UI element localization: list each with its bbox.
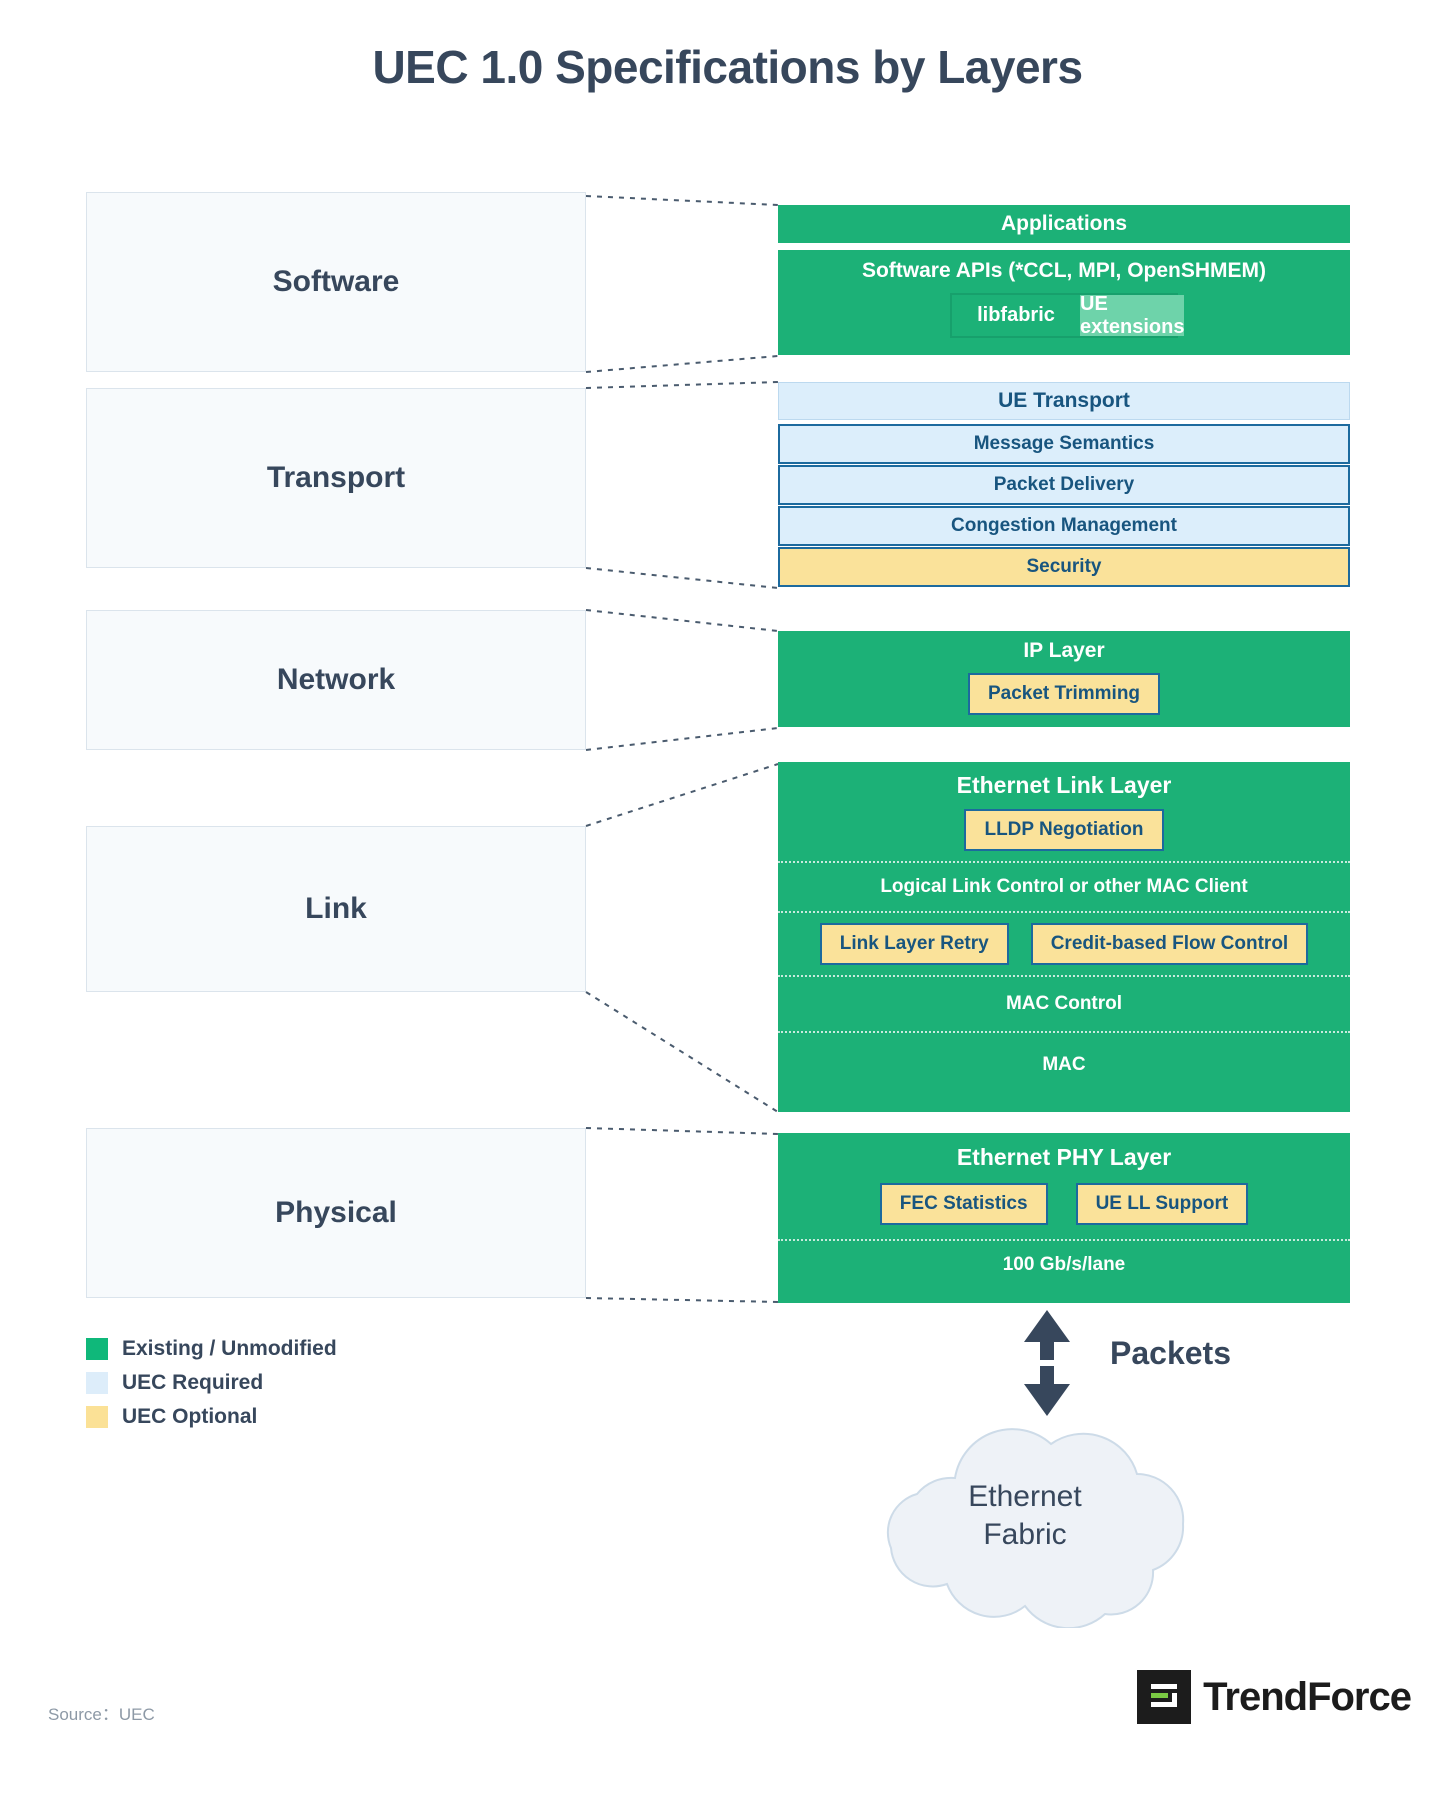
- transport-row-packet-delivery: Packet Delivery: [778, 465, 1350, 505]
- ethernet-link-layer-block: Ethernet Link Layer LLDP Negotiation Log…: [778, 762, 1350, 1112]
- lldp-negotiation-pill: LLDP Negotiation: [964, 809, 1164, 851]
- credit-based-flow-control-pill: Credit-based Flow Control: [1030, 923, 1309, 965]
- packets-label: Packets: [1110, 1335, 1231, 1371]
- transport-row-security: Security: [778, 547, 1350, 587]
- mac-control-row: MAC Control: [778, 975, 1350, 1031]
- ethernet-link-layer-label: Ethernet Link Layer: [956, 772, 1172, 798]
- libfabric-item: libfabric: [952, 295, 1080, 336]
- link-optional-pills-row: Link Layer Retry Credit-based Flow Contr…: [778, 911, 1350, 975]
- layer-label: Physical: [275, 1196, 397, 1229]
- trendforce-glyph-icon: [1151, 1684, 1178, 1707]
- ip-layer-block: IP Layer Packet Trimming: [778, 631, 1350, 727]
- row-label: Security: [1026, 556, 1102, 577]
- source-note: Source：UEC: [48, 1705, 155, 1724]
- applications-label: Applications: [1000, 212, 1127, 235]
- ethernet-phy-layer-block: Ethernet PHY Layer FEC Statistics UE LL …: [778, 1133, 1350, 1303]
- trendforce-mark-icon: [1137, 1670, 1192, 1724]
- page-title: UEC 1.0 Specifications by Layers: [372, 41, 1083, 93]
- software-apis-block: Software APIs (*CCL, MPI, OpenSHMEM) lib…: [778, 250, 1350, 355]
- row-label: Packet Delivery: [993, 474, 1135, 495]
- layer-box-physical: Physical: [86, 1128, 586, 1298]
- ethernet-fabric-cloud-icon: [886, 1428, 1185, 1628]
- fec-statistics-pill: FEC Statistics: [879, 1183, 1048, 1225]
- layer-box-link: Link: [86, 826, 586, 992]
- packets-double-arrow-icon: [1024, 1310, 1070, 1416]
- brand-name: TrendForce: [1203, 1674, 1412, 1719]
- layer-label: Transport: [266, 461, 406, 494]
- legend-label: Existing / Unmodified: [122, 1337, 337, 1360]
- packet-trimming-pill: Packet Trimming: [967, 673, 1161, 715]
- libfabric-group: libfabric UE extensions: [950, 293, 1185, 338]
- link-layer-retry-pill: Link Layer Retry: [819, 923, 1009, 965]
- ue-transport-label: UE Transport: [998, 389, 1130, 412]
- layer-box-transport: Transport: [86, 388, 586, 568]
- legend-item-required: UEC Required: [86, 1371, 337, 1395]
- software-applications-block: Applications: [778, 205, 1350, 243]
- layer-label: Software: [272, 265, 400, 298]
- logical-link-control-row: Logical Link Control or other MAC Client: [778, 861, 1350, 911]
- mac-row: MAC: [778, 1031, 1350, 1097]
- ethernet-fabric-label: Ethernet Fabric: [805, 1478, 1245, 1553]
- cloud-line-1: Ethernet: [968, 1480, 1082, 1513]
- ue-extensions-item: UE extensions: [1080, 292, 1185, 338]
- transport-row-message-semantics: Message Semantics: [778, 424, 1350, 464]
- legend-swatch-icon: [86, 1372, 108, 1394]
- transport-row-congestion-management: Congestion Management: [778, 506, 1350, 546]
- phy-rate-row: 100 Gb/s/lane: [778, 1239, 1350, 1289]
- layer-label: Link: [305, 892, 367, 925]
- ip-layer-label: IP Layer: [1023, 639, 1105, 662]
- ue-transport-header: UE Transport: [778, 382, 1350, 420]
- ethernet-phy-layer-label: Ethernet PHY Layer: [956, 1144, 1172, 1170]
- legend-swatch-icon: [86, 1406, 108, 1428]
- lldp-row: LLDP Negotiation: [778, 809, 1350, 851]
- phy-optional-pills-row: FEC Statistics UE LL Support: [778, 1171, 1350, 1239]
- layer-label: Network: [276, 663, 396, 696]
- legend-swatch-icon: [86, 1338, 108, 1360]
- legend: Existing / Unmodified UEC Required UEC O…: [86, 1337, 337, 1439]
- ip-layer-items: Packet Trimming: [778, 673, 1350, 715]
- ue-ll-support-pill: UE LL Support: [1075, 1183, 1249, 1225]
- brand-logo: TrendForce: [1137, 1670, 1412, 1724]
- layer-box-network: Network: [86, 610, 586, 750]
- cloud-line-2: Fabric: [983, 1517, 1067, 1551]
- row-label: Message Semantics: [973, 433, 1155, 454]
- row-label: Congestion Management: [951, 515, 1177, 536]
- software-apis-label: Software APIs (*CCL, MPI, OpenSHMEM): [861, 259, 1267, 282]
- legend-item-optional: UEC Optional: [86, 1405, 337, 1429]
- legend-label: UEC Required: [122, 1371, 264, 1394]
- layer-box-software: Software: [86, 192, 586, 372]
- legend-label: UEC Optional: [122, 1405, 258, 1428]
- legend-item-existing: Existing / Unmodified: [86, 1337, 337, 1361]
